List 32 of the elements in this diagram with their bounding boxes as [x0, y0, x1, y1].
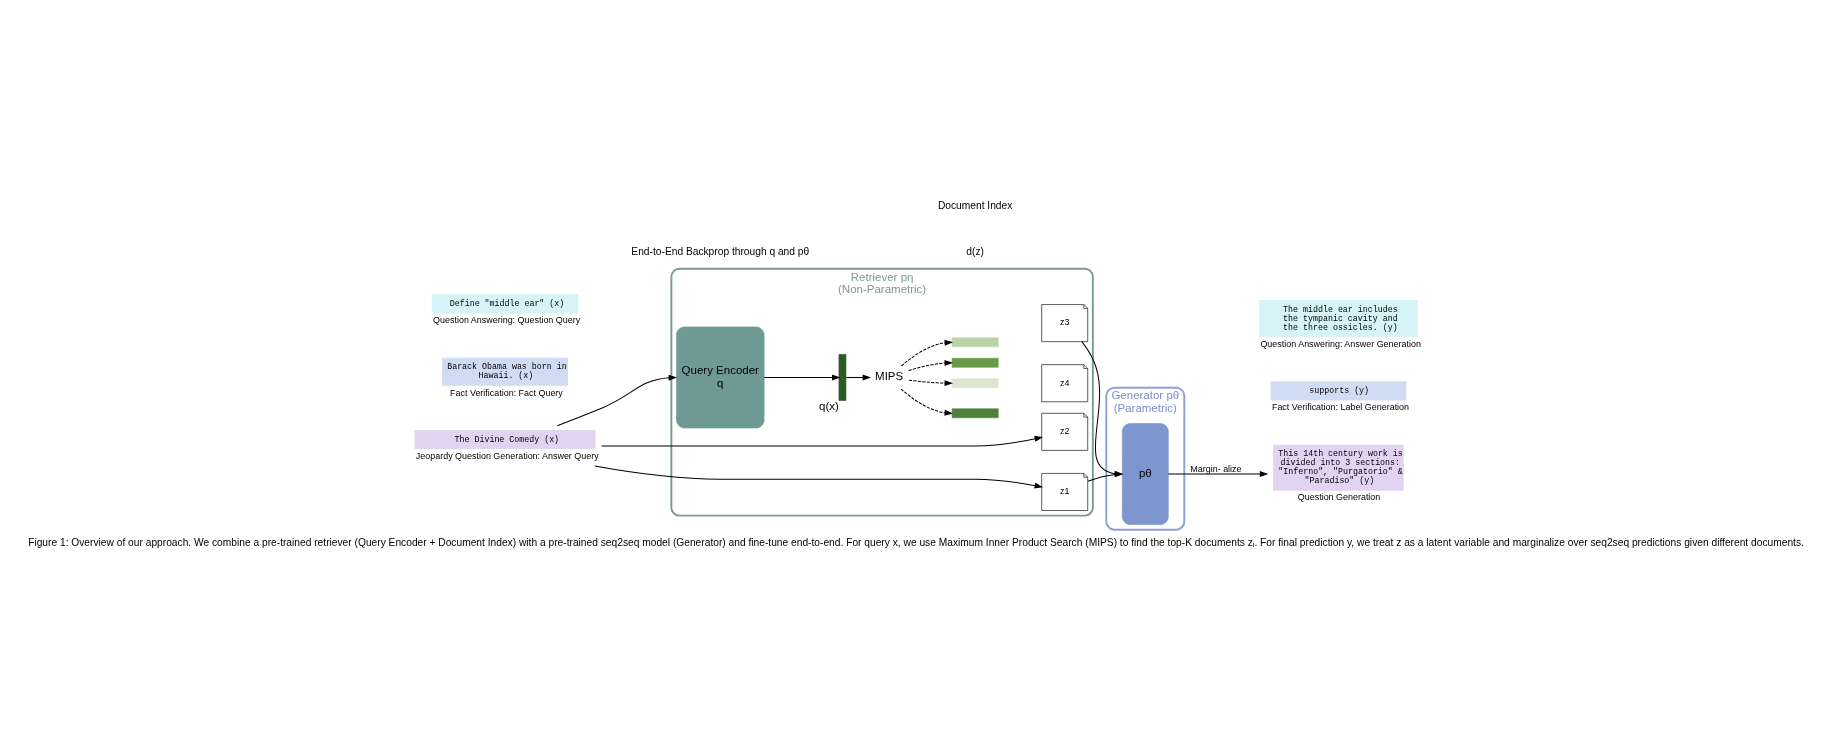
arrow [845, 374, 871, 380]
node-label: q(x) [818, 399, 839, 412]
arrow [593, 465, 1043, 488]
arrow [600, 435, 1043, 446]
arrow [900, 339, 953, 366]
arrow [763, 374, 840, 380]
node-label: Fact Verification: Fact Query [449, 387, 563, 398]
label: Document Index [937, 199, 1012, 210]
node-text: MIPS [874, 369, 903, 382]
node-label: Fact Verification: Label Generation [1271, 401, 1409, 412]
node-box: Query Encoder q [675, 326, 764, 428]
node-label: Question Answering: Answer Generation [1259, 338, 1421, 349]
node-box [838, 353, 846, 401]
node-bar [951, 377, 998, 388]
node-bar [951, 408, 998, 418]
node-label: Question Answering: Question Query [432, 314, 580, 325]
caption: Figure 1: Overview of our approach. We combine a pre-trained retriever (Query Encoder + Document Index) with a pre-trained seq2seq model (Generator) and fine-tune end-to-end. For query x, we use Maximum Inner Product Search (MIPS) to find the top-K documents zᵢ. For final prediction y, we treat z as a latent variable and marginalize over seq2seq predictions given different documents. [27, 536, 1804, 548]
arrow [907, 379, 953, 386]
arrow [907, 359, 953, 371]
node-bar [951, 357, 998, 368]
edge-label: Margin- alize [1189, 463, 1242, 474]
arrow [1080, 340, 1123, 477]
label: d(z) [965, 245, 984, 257]
arrow [1086, 470, 1123, 482]
arrow [900, 388, 953, 416]
arrow [556, 374, 677, 426]
node-label: Question Generation [1297, 491, 1380, 502]
node-bar [951, 337, 998, 347]
node-label: Jeopardy Question Generation: Answer Query [415, 450, 599, 461]
label: End-to-End Backprop through q and pθ [630, 245, 809, 257]
arrow [1167, 470, 1268, 477]
node-box: pθ [1121, 422, 1169, 525]
